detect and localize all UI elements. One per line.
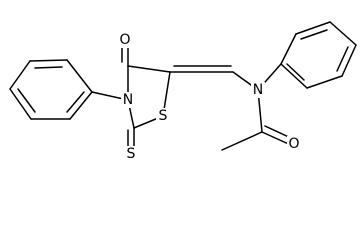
left-ring-bond-1	[66, 59, 93, 93]
atom-label-ring-sulfur: S	[159, 108, 168, 124]
right-ring-bond-6	[280, 63, 308, 89]
left-ring-bond-6	[69, 91, 93, 120]
left-ring-inner-2	[17, 88, 36, 113]
atom-label-ring-nitrogen: N	[123, 92, 133, 108]
left-ring-inner-1	[34, 66, 63, 69]
bond-acetyl-c-ch3	[221, 131, 263, 151]
bond-c-carbonyl-c5	[127, 65, 171, 73]
atom-label-carbonyl-oxygen: O	[119, 32, 130, 48]
right-ring-inner-3	[286, 63, 305, 81]
right-ring-inner-1	[300, 29, 328, 40]
right-ring-bond-1	[280, 33, 297, 65]
atom-labels: O N S S N O	[118, 32, 301, 162]
right-ring-bond-4	[341, 44, 357, 77]
left-ring-bond-2	[29, 59, 68, 62]
right-ring-bond-2	[295, 21, 331, 35]
atom-label-thione-sulfur: S	[127, 146, 136, 162]
left-ring-inner-3	[66, 91, 85, 113]
left-ring-bond-3	[9, 60, 31, 90]
bonds	[9, 21, 357, 151]
right-ring-bond-5	[306, 75, 343, 89]
atom-label-acetyl-oxygen: O	[288, 136, 299, 152]
left-ring-bond-4	[9, 88, 32, 120]
right-ring-inner-2	[336, 46, 349, 72]
atom-label-amide-nitrogen: N	[253, 82, 263, 98]
chemical-structure: O N S S N O	[9, 21, 357, 162]
right-ring-bond-3	[329, 21, 357, 46]
